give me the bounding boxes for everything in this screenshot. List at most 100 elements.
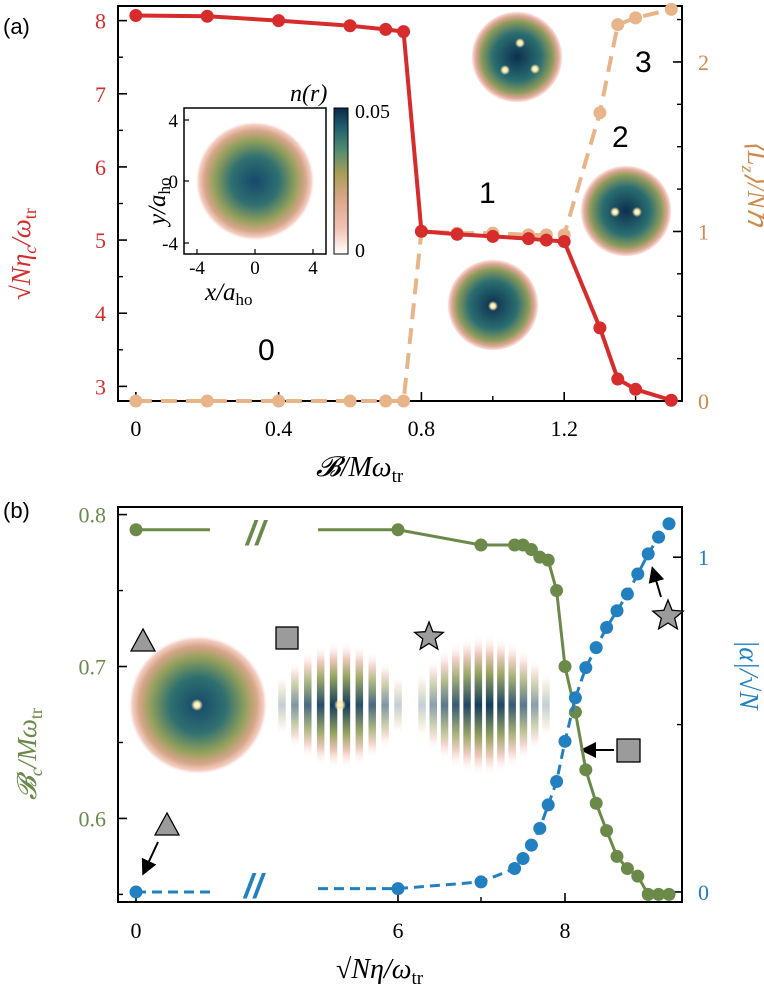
region-label-0: 0 <box>258 334 275 367</box>
fringe-stripe <box>519 649 528 761</box>
point-angular-momentum <box>379 394 393 408</box>
fringe-stripe <box>418 672 426 738</box>
inset-ylabel: y/aho <box>144 177 174 228</box>
axis-break-mark-top: // <box>244 515 268 553</box>
panel-a-xtick-label: 0.8 <box>408 416 436 441</box>
point-critical-field <box>600 824 614 838</box>
region-label-3: 3 <box>635 46 652 79</box>
panel-a-ytick-left-label: 8 <box>95 9 106 34</box>
panel-a-ylabel-left: √Nηc/ωtr <box>6 208 40 300</box>
point-critical-coupling <box>522 232 536 246</box>
panel-b-xtick-label: 8 <box>560 918 571 943</box>
fringe-stripe <box>368 651 376 759</box>
panel-b-xtick-label: 0 <box>131 918 142 943</box>
fringe-stripe <box>542 672 550 738</box>
triangle-marker-icon <box>129 627 157 652</box>
square-marker-arrow-icon <box>616 738 641 763</box>
point-critical-field <box>541 553 555 567</box>
panel-a-ytick-left-label: 3 <box>95 374 106 399</box>
panel-b-ytick-left-label: 0.7 <box>79 655 107 680</box>
point-angular-momentum <box>272 394 286 408</box>
panel-a-series <box>129 2 678 408</box>
fringe-stripe <box>497 635 505 775</box>
fringe-stripe <box>530 659 539 751</box>
panel-b-ytick-right-label: 1 <box>698 545 709 570</box>
point-alpha <box>129 885 143 899</box>
axis-break-mark-bottom: // <box>242 868 266 906</box>
point-alpha <box>589 641 603 655</box>
panel-b-frame <box>117 506 683 903</box>
density-snapshot-triangle <box>128 635 268 775</box>
point-alpha <box>652 530 666 544</box>
panel-b-series <box>129 517 676 901</box>
point-critical-coupling <box>414 224 428 238</box>
fringe-stripe <box>342 640 351 770</box>
panel-b-ylabel-right: |α|/√N <box>734 640 764 711</box>
point-critical-field <box>641 887 655 901</box>
fringe-stripe <box>291 661 299 749</box>
inset-colorbar-title: n(r) <box>290 81 327 107</box>
point-alpha <box>541 798 555 812</box>
density-snapshot-square <box>278 640 402 770</box>
panel-b-ytick-right-label: 0 <box>698 880 709 905</box>
point-angular-momentum <box>664 2 678 16</box>
panel-a-ytick-right-label: 2 <box>698 50 709 75</box>
region-label-2: 2 <box>612 121 629 154</box>
inset-colorbar <box>333 107 349 255</box>
fringe-stripe <box>304 651 312 759</box>
point-alpha <box>508 862 522 876</box>
inset-xtick-label: -4 <box>189 258 205 279</box>
point-critical-coupling <box>450 227 464 241</box>
inset-ytick-label: 0 <box>169 172 179 193</box>
fringe-stripe <box>329 640 338 770</box>
density-snapshot-three-vortices <box>471 11 563 103</box>
star-marker-icon <box>413 620 445 651</box>
inset-density-disk <box>195 121 315 241</box>
panel-a-ytick-right-label: 1 <box>698 219 709 244</box>
point-angular-momentum <box>343 394 357 408</box>
arrow-to-triangle-point <box>141 841 159 876</box>
point-critical-coupling <box>611 372 625 386</box>
inset-xtick-label: 4 <box>308 258 318 279</box>
fringe-stripe <box>316 643 325 767</box>
point-critical-field <box>524 543 538 557</box>
fringe-stripe <box>394 675 402 735</box>
panel-a-xlabel: 𝓑/Mωtr <box>316 452 404 487</box>
point-alpha <box>550 774 564 788</box>
point-critical-field <box>129 523 143 537</box>
point-critical-coupling <box>629 382 643 396</box>
panel-b-label: (b) <box>3 498 30 523</box>
point-critical-field <box>631 869 645 883</box>
fringe-stripe <box>355 643 364 767</box>
point-angular-momentum <box>397 394 411 408</box>
inset-xlabel: x/aho <box>204 279 253 309</box>
fringe-stripe <box>440 649 449 761</box>
point-critical-coupling <box>539 233 553 247</box>
point-critical-field <box>579 763 593 777</box>
fringe-stripe <box>474 633 483 777</box>
square-marker-icon <box>275 626 299 650</box>
fringe-vortex-core <box>334 699 346 711</box>
fringe-stripe <box>429 659 438 751</box>
point-angular-momentum <box>200 394 214 408</box>
point-critical-coupling <box>486 229 500 243</box>
point-critical-field <box>589 796 603 810</box>
point-angular-momentum <box>611 18 625 32</box>
inset-colorbar-tick-max: 0.05 <box>355 101 390 123</box>
point-critical-coupling <box>397 25 411 39</box>
point-angular-momentum <box>129 394 143 408</box>
point-alpha <box>620 587 634 601</box>
point-alpha <box>474 875 488 889</box>
panel-b-xlabel: √Nη/ωtr <box>336 954 424 989</box>
point-critical-field <box>558 660 572 674</box>
point-critical-coupling <box>272 14 286 28</box>
point-critical-coupling <box>557 235 571 249</box>
panel-a-xtick-label: 0 <box>130 416 141 441</box>
panel-a-ytick-left-label: 6 <box>95 155 106 180</box>
series-line-angular-momentum <box>135 7 672 403</box>
point-alpha <box>524 838 538 852</box>
point-critical-coupling <box>664 393 678 407</box>
panel-a-ytick-left-label: 4 <box>95 301 106 326</box>
